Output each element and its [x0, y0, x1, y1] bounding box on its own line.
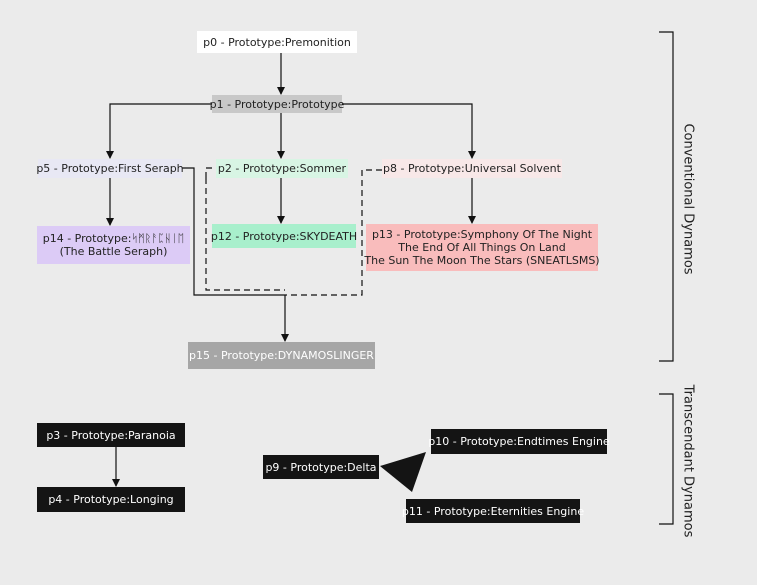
- node-p8[interactable]: p8 - Prototype:Universal Solvent: [382, 159, 562, 178]
- node-p2[interactable]: p2 - Prototype:Sommer: [216, 159, 348, 178]
- node-p9[interactable]: p9 - Prototype:Delta: [263, 455, 379, 479]
- group-label-transcendant: Transcendant Dynamos: [680, 384, 696, 538]
- node-p13-line2: The End Of All Things On Land: [398, 241, 566, 254]
- edge-p12-p15: [205, 167, 216, 178]
- node-p0-label: p0 - Prototype:Premonition: [203, 35, 351, 49]
- edge-p12-p15-b: [205, 178, 285, 291]
- node-p9-label: p9 - Prototype:Delta: [265, 460, 377, 474]
- node-p1-label: p1 - Prototype:Prototype: [209, 97, 345, 111]
- node-p15-label: p15 - Prototype:DYNAMOSLINGER: [189, 349, 374, 362]
- node-p13-line3: The Sun The Moon The Stars (SNEATLSMS): [364, 254, 600, 267]
- node-p3[interactable]: p3 - Prototype:Paranoia: [37, 423, 185, 447]
- bracket-conventional: [659, 31, 674, 362]
- node-p11[interactable]: p11 - Prototype:Eternities Engine: [402, 499, 584, 523]
- node-p14-line1: p14 - Prototype:ᛋᛗᚱᚨᛈᚺᛁᛖ: [42, 232, 185, 245]
- node-p0[interactable]: p0 - Prototype:Premonition: [197, 31, 357, 53]
- node-p13-line1: p13 - Prototype:Symphony Of The Night: [371, 228, 593, 241]
- node-p11-label: p11 - Prototype:Eternities Engine: [401, 504, 585, 518]
- group-label-conventional: Conventional Dynamos: [680, 123, 696, 275]
- node-p13[interactable]: p13 - Prototype:Symphony Of The Night Th…: [364, 224, 600, 271]
- node-p14-line2: (The Battle Seraph): [59, 245, 168, 258]
- node-p3-label: p3 - Prototype:Paranoia: [46, 428, 176, 442]
- edge-p5-p15: [182, 167, 285, 296]
- node-p4[interactable]: p4 - Prototype:Longing: [37, 487, 185, 512]
- node-p12-label: p12 - Prototype:SKYDEATH: [210, 229, 358, 243]
- bracket-transcendant: [659, 393, 674, 525]
- node-p4-label: p4 - Prototype:Longing: [48, 493, 174, 506]
- node-p10-label: p10 - Prototype:Endtimes Engine: [428, 435, 610, 448]
- node-p1[interactable]: p1 - Prototype:Prototype: [209, 95, 345, 113]
- edge-p1-p8: [342, 103, 476, 159]
- node-p12[interactable]: p12 - Prototype:SKYDEATH: [210, 224, 358, 248]
- node-p15[interactable]: p15 - Prototype:DYNAMOSLINGER: [188, 342, 375, 369]
- node-p14[interactable]: p14 - Prototype:ᛋᛗᚱᚨᛈᚺᛁᛖ (The Battle Ser…: [37, 226, 190, 264]
- edge-p8-p15: [285, 169, 382, 296]
- node-p5[interactable]: p5 - Prototype:First Seraph: [36, 159, 184, 178]
- edge-p1-p5: [106, 103, 212, 159]
- delta-triangle: [380, 452, 426, 492]
- node-p8-label: p8 - Prototype:Universal Solvent: [383, 162, 561, 175]
- node-p2-label: p2 - Prototype:Sommer: [217, 162, 347, 175]
- node-p10[interactable]: p10 - Prototype:Endtimes Engine: [428, 429, 610, 454]
- node-p5-label: p5 - Prototype:First Seraph: [36, 162, 184, 175]
